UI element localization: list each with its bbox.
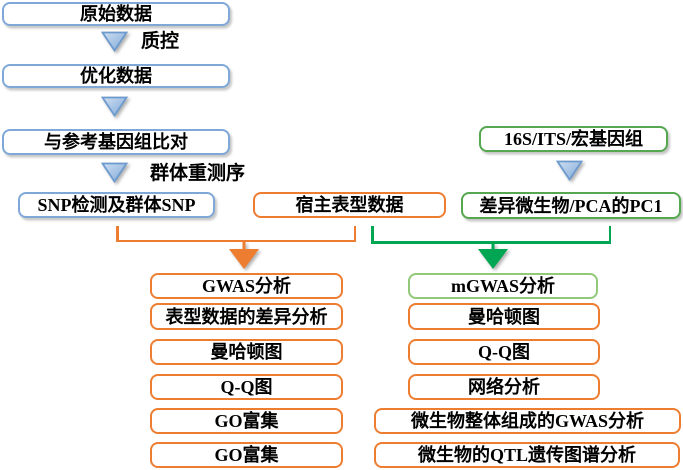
phenotype-box: 宿主表型数据: [253, 192, 446, 218]
snp-detection-box: SNP检测及群体SNP: [18, 192, 215, 218]
raw-data-box: 原始数据: [2, 2, 230, 26]
green-arrow-down-icon: [477, 243, 509, 270]
gwas-analysis-box: GWAS分析: [150, 273, 343, 299]
arrow-down-icon: [101, 162, 128, 183]
qc-label: 质控: [141, 31, 180, 52]
microbiome-sequencing-box: 16S/ITS/宏基因组: [479, 126, 668, 152]
arrow-down-icon: [101, 96, 128, 117]
manhattan-plot-box: 曼哈顿图: [150, 339, 343, 365]
arrow-down-icon: [101, 31, 128, 52]
qq-plot-box: Q-Q图: [150, 374, 343, 400]
arrow-down-icon: [556, 160, 583, 181]
green-connector-line: [608, 226, 611, 243]
qq-plot-box: Q-Q图: [408, 339, 600, 365]
manhattan-plot-box: 曼哈顿图: [408, 303, 600, 330]
mgwas-analysis-box: mGWAS分析: [408, 273, 598, 299]
phenotype-difference-analysis-box: 表型数据的差异分析: [150, 303, 343, 330]
differential-microbes-box: 差异微生物/PCA的PC1: [461, 192, 681, 219]
network-analysis-box: 网络分析: [408, 374, 600, 400]
microbiome-composition-gwas-box: 微生物整体组成的GWAS分析: [374, 408, 681, 434]
align-reference-box: 与参考基因组比对: [2, 129, 230, 155]
microbiome-qtl-map-box: 微生物的QTL遗传图谱分析: [374, 442, 680, 468]
orange-connector-line: [353, 226, 356, 242]
optimized-data-box: 优化数据: [2, 64, 230, 88]
orange-connector-line: [116, 226, 119, 242]
orange-arrow-down-icon: [228, 242, 260, 270]
green-connector-line: [371, 226, 374, 243]
go-enrichment-box: GO富集: [150, 442, 343, 468]
resequencing-label: 群体重测序: [150, 163, 246, 184]
green-connector-line: [371, 241, 611, 244]
orange-connector-line: [116, 239, 356, 242]
go-enrichment-box: GO富集: [150, 408, 343, 434]
